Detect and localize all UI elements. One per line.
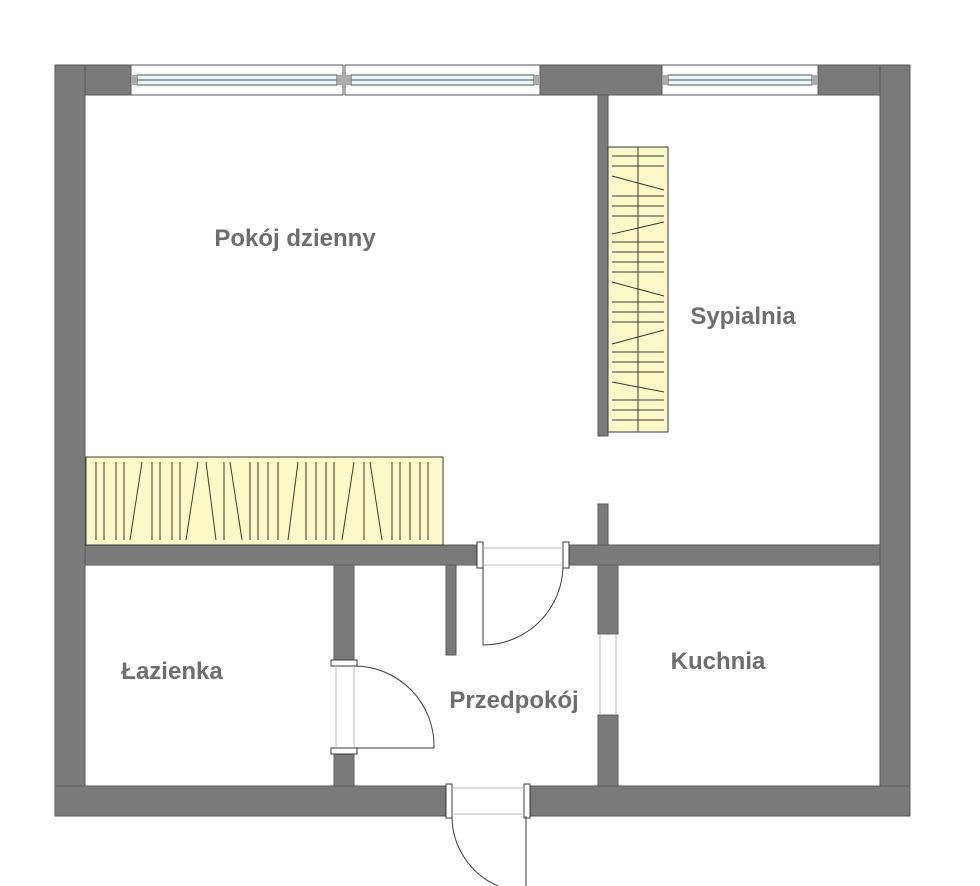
door-living-room: [476, 541, 570, 646]
wall-kitchen-upper: [597, 564, 619, 635]
window-middle: [344, 64, 541, 96]
door-bathroom: [330, 659, 435, 755]
wall-kitchen-lower: [597, 714, 619, 787]
wall-right: [879, 64, 911, 816]
wall-bathroom-upper: [333, 564, 355, 664]
wall-bottom-left: [54, 785, 448, 817]
wall-middle-right: [566, 544, 881, 566]
wall-hallway-stub: [445, 564, 457, 656]
window-left: [130, 64, 344, 96]
label-hallway: Przedpokój: [449, 687, 578, 714]
wardrobe-hangers: [95, 461, 429, 541]
door-entrance: [445, 783, 531, 886]
label-kitchen: Kuchnia: [671, 648, 766, 675]
doors: [330, 541, 617, 886]
label-bedroom: Sypialnia: [690, 303, 796, 330]
label-living-room: Pokój dzienny: [214, 225, 376, 252]
wardrobe-bedroom: [607, 146, 669, 433]
label-bathroom: Łazienka: [121, 658, 223, 685]
windows: [130, 64, 819, 96]
wall-bedroom-partition-upper: [597, 94, 609, 437]
wall-top-middle: [539, 64, 663, 96]
wall-bedroom-partition-lower: [597, 503, 609, 546]
wall-left: [54, 64, 86, 816]
wall-bottom-right: [529, 785, 911, 817]
wardrobe-living-room: [85, 456, 444, 546]
wardrobe-bedroom-hangers: [611, 155, 665, 421]
opening-kitchen: [599, 634, 617, 715]
window-right: [661, 64, 819, 96]
room-labels: Pokój dzienny Sypialnia Łazienka Przedpo…: [121, 225, 796, 714]
wall-bathroom-lower: [333, 751, 355, 787]
walls: [54, 64, 911, 817]
wall-middle-left: [84, 544, 478, 566]
